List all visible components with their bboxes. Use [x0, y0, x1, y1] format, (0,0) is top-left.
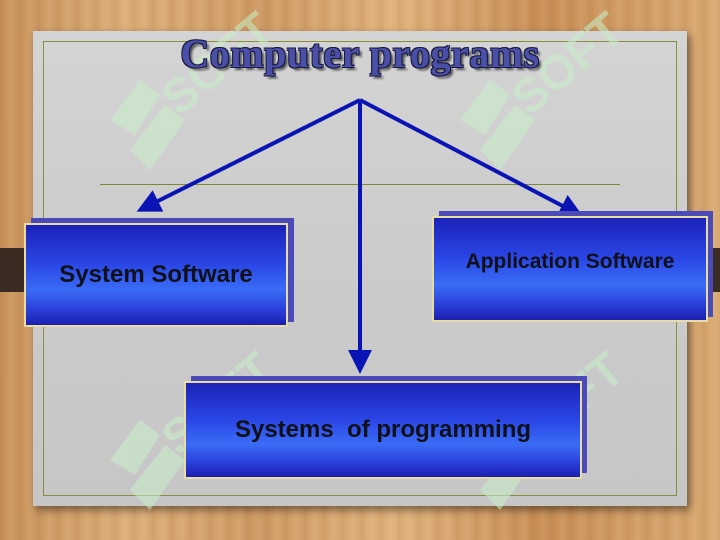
application-software-label: Application Software: [465, 250, 675, 273]
system-software-label: System Software: [59, 261, 253, 288]
systems-of-programming-label: Systems of programming: [234, 416, 532, 443]
system-software-box: System Software: [24, 223, 288, 327]
watermark-top-right: SOFT: [460, 3, 634, 170]
arrow-to-system-software: [136, 98, 361, 212]
systems-of-programming-box: Systems of programming: [184, 381, 582, 479]
application-software-box: Application Software: [432, 216, 708, 322]
arrow-to-application-software: [359, 98, 584, 217]
watermark-top-left: SOFT: [110, 3, 284, 170]
page-title: Computer programs: [180, 31, 540, 76]
